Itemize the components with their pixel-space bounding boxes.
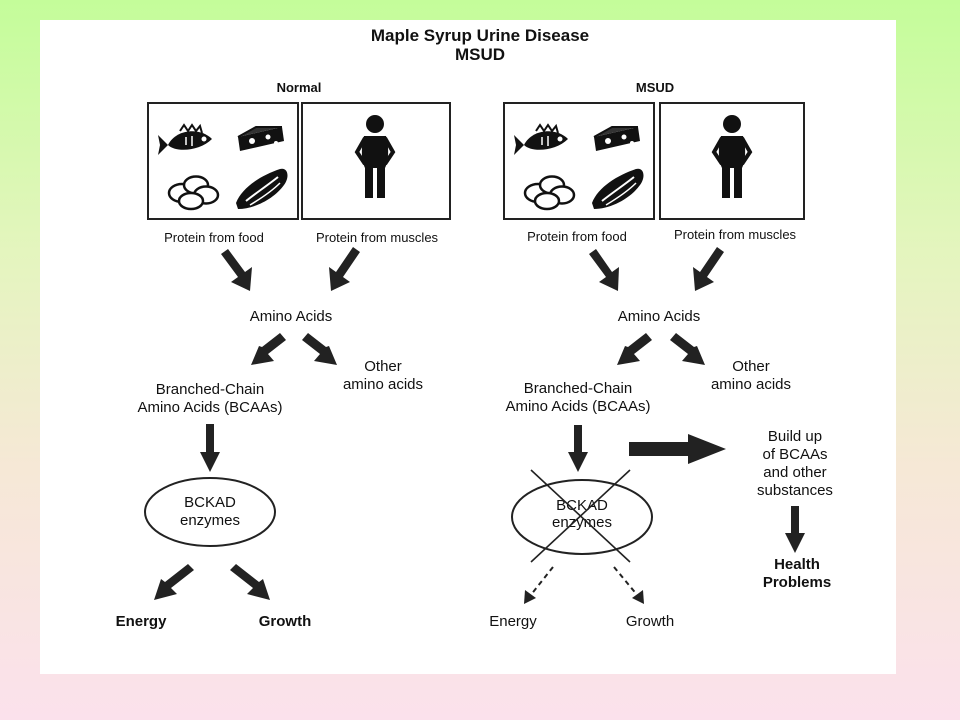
normal-amino-acids: Amino Acids bbox=[250, 308, 333, 325]
normal-arrow-muscles bbox=[329, 247, 360, 291]
normal-enzyme-line2: enzymes bbox=[180, 512, 240, 529]
msud-buildup-line2: of BCAAs bbox=[762, 446, 827, 463]
msud-arrow-bcaa bbox=[617, 333, 652, 365]
blocked-cross bbox=[530, 469, 631, 563]
msud-arrow-buildup bbox=[629, 434, 726, 464]
msud-arrow-food bbox=[589, 249, 619, 291]
msud-buildup-line4: substances bbox=[757, 482, 833, 499]
msud-arrow-muscles bbox=[693, 247, 724, 291]
msud-caption-food: Protein from food bbox=[527, 229, 627, 244]
normal-other-line1: Other bbox=[364, 358, 402, 375]
normal-bcaa-line2: Amino Acids (BCAAs) bbox=[137, 399, 282, 416]
normal-caption-muscles: Protein from muscles bbox=[316, 230, 439, 245]
normal-arrow-energy bbox=[154, 564, 194, 600]
normal-arrow-bcaa bbox=[251, 333, 286, 365]
title-line2: MSUD bbox=[455, 45, 505, 64]
msud-health-line1: Health bbox=[774, 556, 820, 573]
normal-food-box bbox=[147, 102, 299, 220]
normal-arrow-food bbox=[221, 249, 252, 291]
normal-growth: Growth bbox=[259, 613, 312, 630]
msud-column: Protein from food Protein from muscles A… bbox=[489, 102, 833, 630]
normal-column: Protein from food Protein from muscles A… bbox=[116, 102, 451, 630]
normal-arrow-enzyme bbox=[200, 424, 220, 472]
msud-other-line1: Other bbox=[732, 358, 770, 375]
msud-diagram: Maple Syrup Urine Disease MSUD Normal MS… bbox=[116, 26, 833, 630]
msud-growth: Growth bbox=[626, 613, 674, 630]
msud-energy: Energy bbox=[489, 613, 537, 630]
diagram-panel: Maple Syrup Urine Disease MSUD Normal MS… bbox=[40, 20, 896, 674]
normal-caption-food: Protein from food bbox=[164, 230, 264, 245]
normal-energy: Energy bbox=[116, 613, 168, 630]
normal-arrow-growth bbox=[230, 564, 270, 600]
msud-buildup-line3: and other bbox=[763, 464, 826, 481]
normal-heading: Normal bbox=[277, 80, 322, 95]
msud-arrow-other bbox=[670, 333, 705, 365]
msud-bcaa-line1: Branched-Chain bbox=[524, 380, 632, 397]
normal-bcaa-line1: Branched-Chain bbox=[156, 381, 264, 398]
msud-arrow-enzyme bbox=[568, 425, 588, 472]
msud-caption-muscles: Protein from muscles bbox=[674, 227, 797, 242]
msud-health-line2: Problems bbox=[763, 574, 831, 591]
normal-enzyme-line1: BCKAD bbox=[184, 494, 236, 511]
msud-food-box bbox=[503, 102, 655, 220]
normal-arrow-other bbox=[302, 333, 337, 365]
normal-enzyme-ellipse bbox=[144, 477, 276, 547]
msud-arrow-health bbox=[785, 506, 805, 553]
msud-dashed-arrow-energy bbox=[524, 566, 554, 604]
normal-other-line2: amino acids bbox=[343, 376, 423, 393]
msud-buildup-line1: Build up bbox=[768, 428, 822, 445]
msud-other-line2: amino acids bbox=[711, 376, 791, 393]
msud-dashed-arrow-growth bbox=[613, 566, 644, 604]
title-line1: Maple Syrup Urine Disease bbox=[371, 26, 589, 45]
msud-bcaa-line2: Amino Acids (BCAAs) bbox=[505, 398, 650, 415]
msud-enzyme-line1: BCKAD bbox=[556, 497, 608, 514]
msud-enzyme-line2: enzymes bbox=[552, 514, 612, 531]
msud-heading: MSUD bbox=[636, 80, 674, 95]
msud-amino-acids: Amino Acids bbox=[618, 308, 701, 325]
